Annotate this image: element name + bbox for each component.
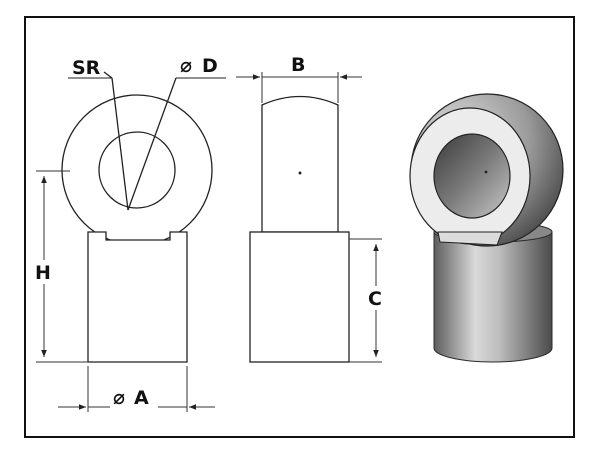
sr-radius-line xyxy=(111,77,129,211)
label-h: H xyxy=(35,262,51,284)
d-leader-line xyxy=(127,77,177,211)
label-b: B xyxy=(291,54,305,76)
dim-b xyxy=(236,72,362,103)
isometric-render xyxy=(409,93,564,363)
label-sr: SR xyxy=(72,57,101,79)
side-view xyxy=(249,95,350,363)
sr-leader xyxy=(103,71,113,79)
shank-side xyxy=(249,231,350,363)
render-bore-center xyxy=(484,170,488,174)
h-label-bg xyxy=(32,260,54,284)
render-shank xyxy=(433,231,553,363)
eye-inner-bore xyxy=(98,131,176,209)
diameter-symbol-a: ⌀ xyxy=(113,385,125,409)
label-c: C xyxy=(368,288,382,310)
front-view xyxy=(61,71,213,363)
c-label-bg xyxy=(366,286,388,310)
render-bore xyxy=(433,133,511,219)
a-label-bg xyxy=(110,386,158,414)
render-notch xyxy=(437,231,503,246)
label-a: A xyxy=(134,387,149,409)
shank-front xyxy=(87,231,188,363)
eye-side-profile xyxy=(261,95,339,233)
side-center-mark xyxy=(298,171,302,175)
diameter-symbol-d: ⌀ xyxy=(180,53,192,77)
label-d: D xyxy=(202,55,218,77)
